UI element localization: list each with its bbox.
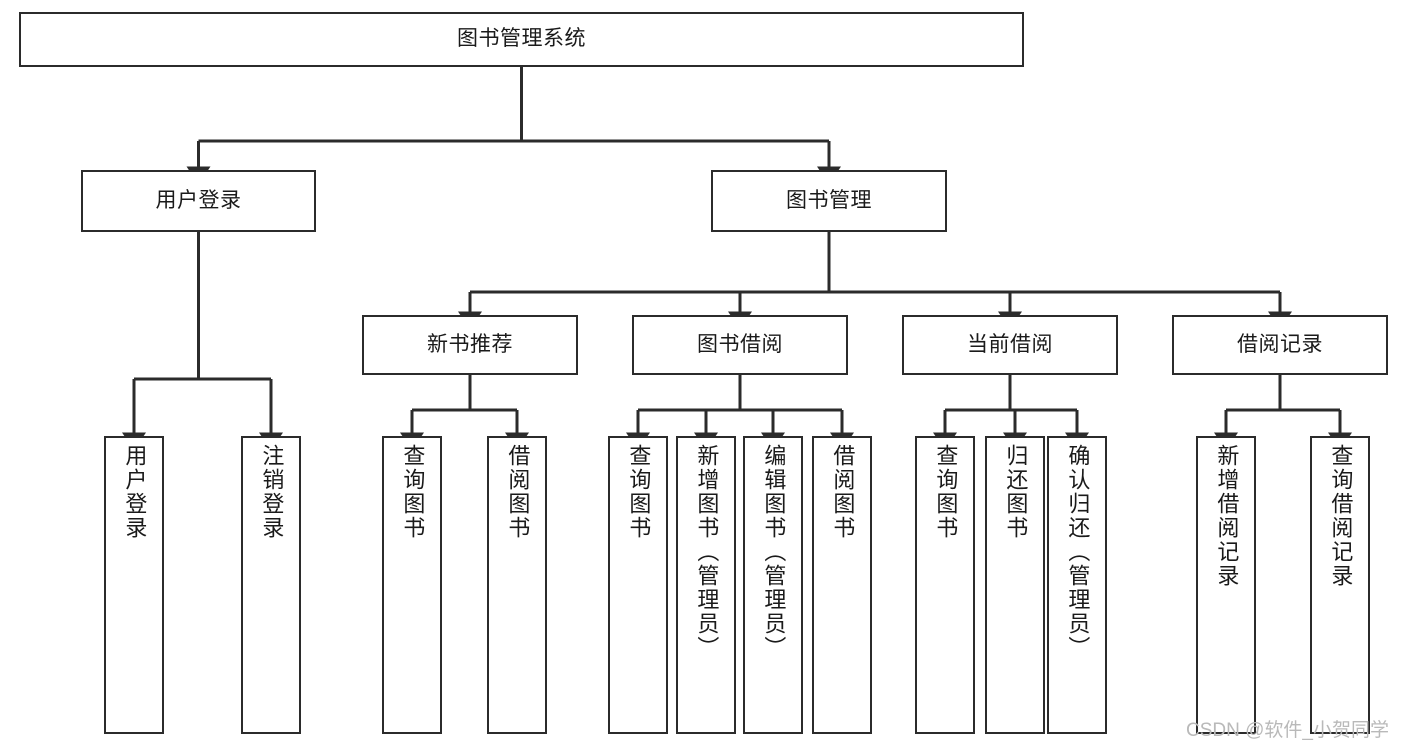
- node-newbook[interactable]: 新书推荐: [362, 315, 578, 375]
- node-label: 注销登录: [259, 444, 285, 540]
- node-leaf-edit-book[interactable]: 编辑图书（管理员）: [743, 436, 803, 734]
- node-leaf-query-record[interactable]: 查询借阅记录: [1310, 436, 1370, 734]
- node-label: 新增图书（管理员）: [694, 444, 720, 660]
- node-label: 查询图书: [933, 444, 959, 540]
- watermark-text: CSDN @软件_小贺同学: [1186, 720, 1389, 741]
- node-leaf-user-logout[interactable]: 注销登录: [241, 436, 301, 734]
- node-label: 归还图书: [1003, 444, 1029, 540]
- node-leaf-add-book[interactable]: 新增图书（管理员）: [676, 436, 736, 734]
- node-label: 编辑图书（管理员）: [761, 444, 787, 660]
- node-label: 借阅图书: [505, 444, 531, 540]
- node-leaf-borrow-book-1[interactable]: 借阅图书: [487, 436, 547, 734]
- node-label: 借阅图书: [830, 444, 856, 540]
- node-leaf-borrow-book-2[interactable]: 借阅图书: [812, 436, 872, 734]
- node-label: 图书管理: [786, 188, 872, 212]
- node-label: 新增借阅记录: [1214, 444, 1240, 588]
- node-root[interactable]: 图书管理系统: [19, 12, 1024, 67]
- node-leaf-confirm-return[interactable]: 确认归还（管理员）: [1047, 436, 1107, 734]
- node-current[interactable]: 当前借阅: [902, 315, 1118, 375]
- node-label: 用户登录: [155, 188, 242, 212]
- node-label: 图书管理系统: [457, 27, 586, 51]
- node-leaf-return-book[interactable]: 归还图书: [985, 436, 1045, 734]
- node-label: 图书借阅: [697, 332, 783, 356]
- node-label: 查询借阅记录: [1328, 444, 1354, 588]
- node-bookmgmt[interactable]: 图书管理: [711, 170, 947, 232]
- node-leaf-query-book-3[interactable]: 查询图书: [915, 436, 975, 734]
- node-borrow[interactable]: 图书借阅: [632, 315, 848, 375]
- node-leaf-query-book-2[interactable]: 查询图书: [608, 436, 668, 734]
- node-leaf-add-record[interactable]: 新增借阅记录: [1196, 436, 1256, 734]
- node-leaf-user-login[interactable]: 用户登录: [104, 436, 164, 734]
- node-label: 借阅记录: [1237, 332, 1323, 356]
- node-label: 查询图书: [626, 444, 652, 540]
- node-label: 当前借阅: [967, 332, 1053, 356]
- node-label: 确认归还（管理员）: [1065, 444, 1091, 660]
- node-label: 新书推荐: [427, 332, 513, 356]
- node-label: 用户登录: [122, 444, 148, 540]
- node-label: 查询图书: [400, 444, 426, 540]
- node-record[interactable]: 借阅记录: [1172, 315, 1388, 375]
- node-leaf-query-book-1[interactable]: 查询图书: [382, 436, 442, 734]
- node-login[interactable]: 用户登录: [81, 170, 316, 232]
